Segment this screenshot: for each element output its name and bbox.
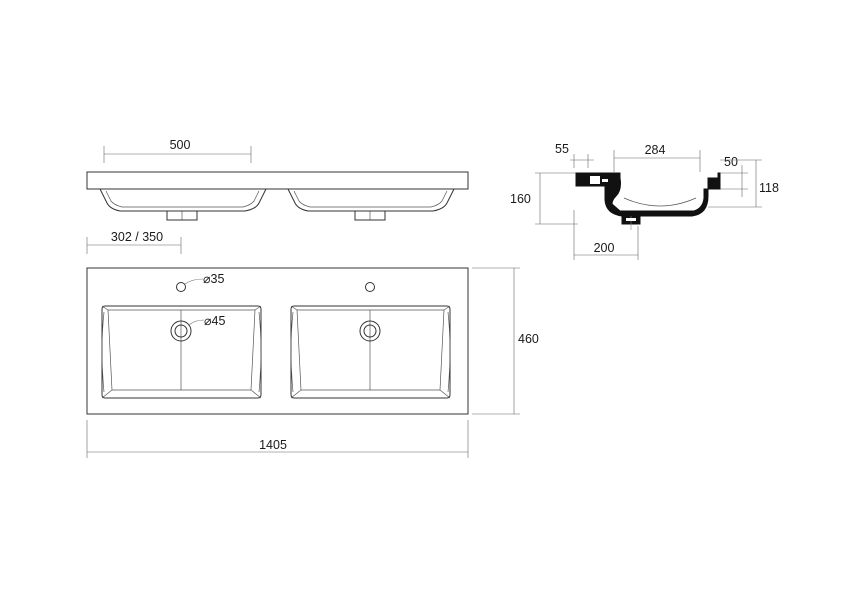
overflow-slot (590, 176, 600, 184)
right-basin-corner-tr (443, 305, 451, 311)
left-basin-corner-bl (101, 389, 113, 399)
right-tap-hole (365, 282, 375, 292)
right-basin-corner-bl (290, 389, 302, 399)
drain-detail (626, 218, 636, 221)
plan-view: 302 / 350 ⌀35 ⌀45 (86, 230, 539, 458)
right-bowl-profile (287, 188, 455, 212)
dim-50-label: 50 (724, 155, 738, 169)
left-basin-corner-tl (101, 305, 109, 311)
countertop-outline (86, 267, 469, 415)
bowl-inner-curve (623, 197, 697, 207)
right-basin-corner-tl (290, 305, 298, 311)
dim-55-label: 55 (555, 142, 569, 156)
left-basin-inner (107, 309, 256, 391)
front-view: 500 (86, 138, 469, 221)
right-bowl-inner-profile (293, 190, 448, 208)
right-basin-inner (296, 309, 445, 391)
left-basin-corner-tr (254, 305, 262, 311)
dim-284-label: 284 (645, 143, 666, 157)
dim-160-label: 160 (510, 192, 531, 206)
dim-200-label: 200 (594, 241, 615, 255)
left-drain-inner (174, 324, 188, 338)
left-basin-outer (101, 305, 262, 399)
left-drain-outer (170, 320, 192, 342)
drain-dim-label: ⌀45 (204, 314, 225, 328)
right-basin-corner-br (439, 389, 451, 399)
left-basin-corner-br (250, 389, 262, 399)
hole-dim-label: ⌀35 (203, 272, 224, 286)
left-basin-side-right (258, 311, 262, 393)
right-drain-inner (363, 324, 377, 338)
section-view: 55 284 50 118 160 200 (510, 142, 779, 260)
left-basin-side-left (101, 311, 105, 393)
left-tap-hole (176, 282, 186, 292)
dim-1405-label: 1405 (259, 438, 287, 452)
right-basin-side-left (290, 311, 294, 393)
dim-118-label: 118 (759, 181, 779, 195)
dim-offset-label: 302 / 350 (111, 230, 163, 244)
left-bowl-inner-profile (105, 190, 260, 208)
hole-leader (184, 278, 204, 285)
right-drain-outer (359, 320, 381, 342)
right-basin-side-right (447, 311, 451, 393)
tap-slot (602, 179, 608, 182)
countertop-slab (86, 171, 469, 190)
basin-section-profile (575, 172, 721, 225)
drain-leader (188, 319, 205, 326)
dim-460-label: 460 (518, 332, 539, 346)
dim-500-label: 500 (170, 138, 191, 152)
right-basin-outer (290, 305, 451, 399)
left-bowl-profile (99, 188, 267, 212)
